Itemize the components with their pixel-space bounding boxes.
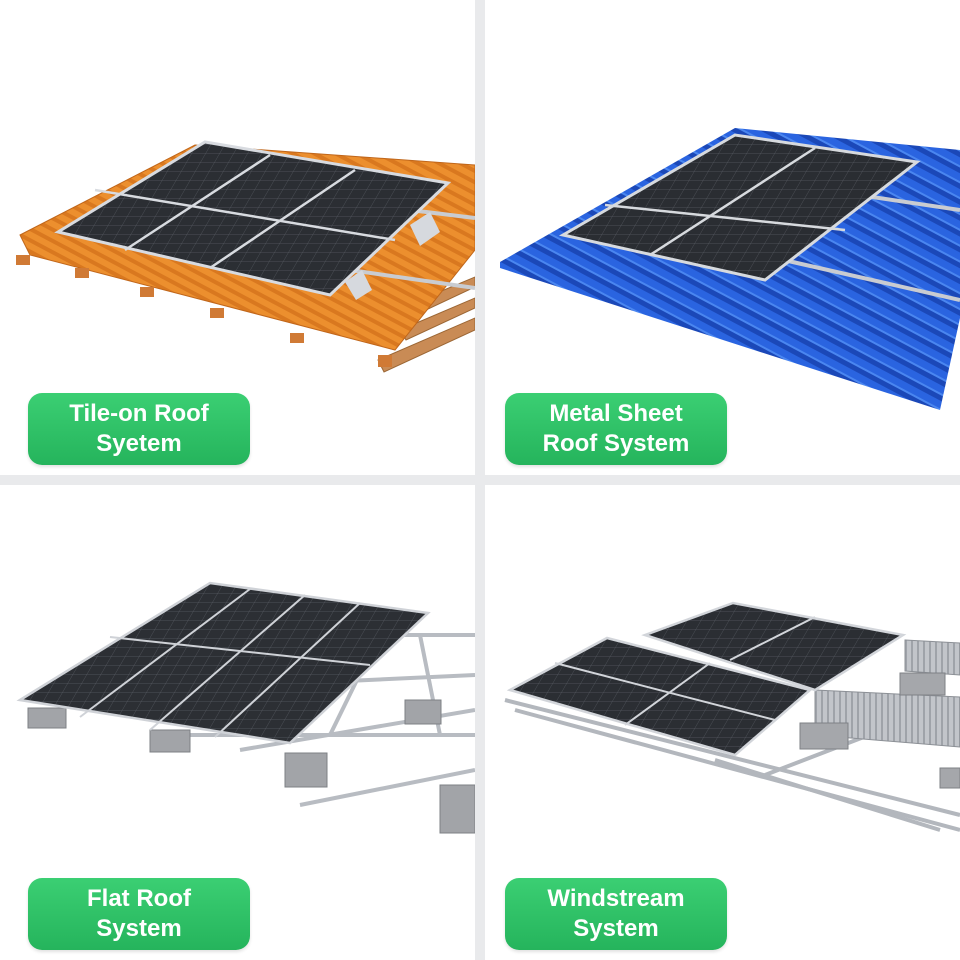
metal-sheet-roof-label: Metal Sheet Roof System — [505, 393, 727, 465]
windstream-label: Windstream System — [505, 878, 727, 950]
windstream-label-line1: Windstream — [547, 885, 685, 912]
metal-sheet-roof-panel: Metal Sheet Roof System — [485, 0, 960, 475]
flat-roof-label-line2: System — [96, 915, 182, 942]
tile-on-roof-label: Tile-on Roof Syetem — [28, 393, 250, 465]
metal-sheet-roof-label-line2: Roof System — [542, 430, 690, 457]
flat-roof-illustration — [16, 581, 475, 834]
metal-roof-illustration — [500, 128, 960, 410]
windstream-label-line2: System — [573, 915, 659, 942]
flat-roof-label-line1: Flat Roof — [87, 885, 191, 912]
windstream-illustration — [504, 601, 960, 832]
windstream-panel: Windstream System — [485, 485, 960, 960]
flat-roof-panel: Flat Roof System — [0, 485, 475, 960]
metal-sheet-roof-label-line1: Metal Sheet — [549, 400, 683, 427]
tile-roof-illustration — [16, 140, 475, 373]
tile-on-roof-panel: Tile-on Roof Syetem — [0, 0, 475, 475]
flat-roof-label: Flat Roof System — [28, 878, 250, 950]
tile-on-roof-label-line2: Syetem — [96, 430, 182, 457]
tile-on-roof-label-line1: Tile-on Roof — [69, 400, 209, 427]
